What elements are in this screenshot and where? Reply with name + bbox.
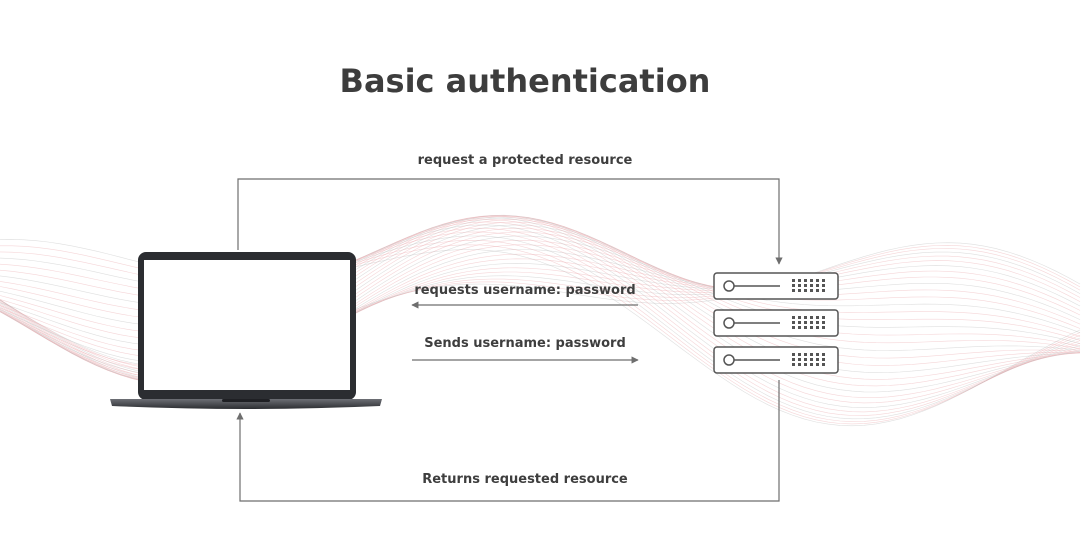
server-unit <box>713 346 839 374</box>
vent-dot <box>816 353 819 356</box>
vent-dot <box>804 321 807 324</box>
server-unit <box>713 309 839 337</box>
vent-dot <box>798 316 801 319</box>
server-unit <box>713 272 839 300</box>
vent-dot <box>798 363 801 366</box>
vent-dot <box>822 358 825 361</box>
vent-dot <box>816 284 819 287</box>
vent-dot <box>810 353 813 356</box>
vent-dot <box>822 316 825 319</box>
vent-dot <box>822 279 825 282</box>
vent-dot <box>810 284 813 287</box>
vent-dot <box>816 289 819 292</box>
page-title: Basic authentication <box>340 62 711 100</box>
vent-dot <box>810 326 813 329</box>
vent-dot <box>798 358 801 361</box>
laptop-icon <box>110 252 382 409</box>
vent-dot <box>798 321 801 324</box>
vent-dot <box>816 358 819 361</box>
vent-dot <box>792 353 795 356</box>
vent-dot <box>792 358 795 361</box>
vent-dot <box>822 289 825 292</box>
vent-dot <box>792 289 795 292</box>
vent-dot <box>816 316 819 319</box>
vent-dot <box>810 289 813 292</box>
vent-dot <box>822 321 825 324</box>
vent-dot <box>804 363 807 366</box>
vent-dot <box>816 326 819 329</box>
vent-dot <box>798 289 801 292</box>
server-rack-icon <box>713 272 839 374</box>
vent-dot <box>810 321 813 324</box>
vent-dot <box>792 321 795 324</box>
vent-dot <box>792 363 795 366</box>
vent-dot <box>798 279 801 282</box>
vent-dot <box>804 279 807 282</box>
vent-dot <box>816 363 819 366</box>
vent-dot <box>792 279 795 282</box>
vent-dot <box>822 363 825 366</box>
vent-dot <box>822 326 825 329</box>
flow-label-return-resource: Returns requested resource <box>422 472 628 487</box>
vent-dot <box>804 316 807 319</box>
vent-dot <box>792 316 795 319</box>
vent-dot <box>816 279 819 282</box>
vent-dot <box>804 358 807 361</box>
vent-dot <box>804 326 807 329</box>
flow-send-credentials: Sends username: password <box>412 336 639 364</box>
vent-dot <box>792 284 795 287</box>
vent-dot <box>810 316 813 319</box>
flow-label-send-credentials: Sends username: password <box>424 336 626 351</box>
flow-label-request-resource: request a protected resource <box>418 153 633 168</box>
vent-dot <box>822 284 825 287</box>
flow-request-resource: request a protected resource <box>237 153 783 265</box>
vent-dot <box>804 353 807 356</box>
flow-request-credentials: requests username: password <box>411 283 638 309</box>
arrow-return-resource <box>236 380 780 502</box>
vent-dot <box>798 353 801 356</box>
flow-label-request-credentials: requests username: password <box>414 283 635 298</box>
vent-dot <box>822 353 825 356</box>
vent-dot <box>792 326 795 329</box>
arrow-request-resource <box>237 178 783 265</box>
vent-dot <box>804 284 807 287</box>
vent-dot <box>810 279 813 282</box>
vent-dot <box>816 321 819 324</box>
vent-dot <box>798 326 801 329</box>
vent-dot <box>798 284 801 287</box>
flow-return-resource: Returns requested resource <box>236 380 780 502</box>
vent-dot <box>810 363 813 366</box>
vent-dot <box>804 289 807 292</box>
vent-dot <box>810 358 813 361</box>
